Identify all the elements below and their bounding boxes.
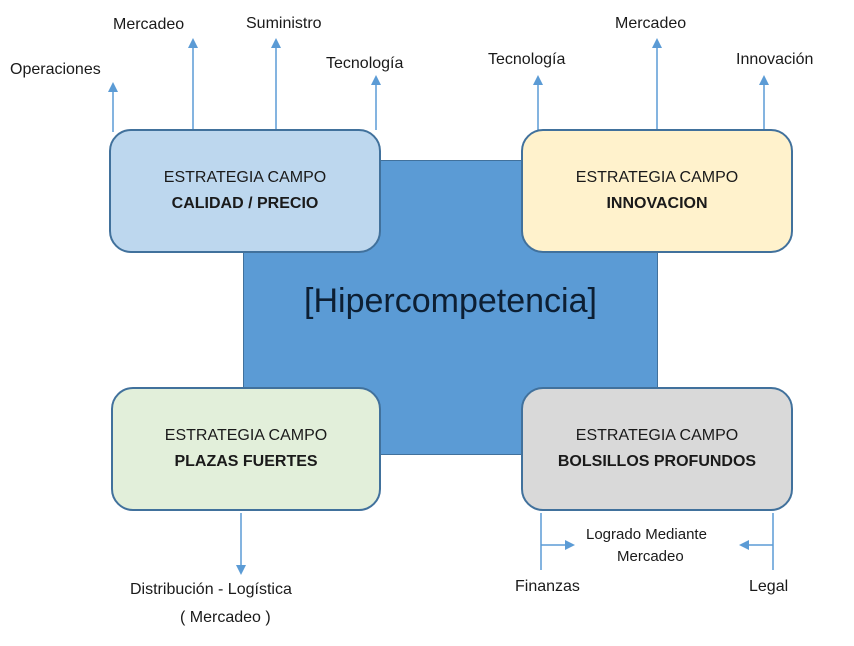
label-logrado-mediante: Logrado Mediante — [586, 526, 707, 543]
label-mercadeo-right: Mercadeo — [615, 15, 687, 32]
strategy-box-heading: ESTRATEGIA CAMPO — [575, 427, 739, 445]
strategy-box-innovacion: ESTRATEGIA CAMPO INNOVACION — [521, 129, 793, 253]
label-tecnologia-left: Tecnología — [326, 55, 404, 72]
strategy-box-title: CALIDAD / PRECIO — [171, 195, 319, 212]
label-mercadeo-left: Mercadeo — [113, 16, 185, 33]
strategy-box-heading: ESTRATEGIA CAMPO — [164, 427, 328, 445]
label-tecnologia-right: Tecnología — [488, 51, 566, 68]
strategy-box-plazas-fuertes: ESTRATEGIA CAMPO PLAZAS FUERTES — [111, 387, 381, 511]
strategy-box-bolsillos-profundos: ESTRATEGIA CAMPO BOLSILLOS PROFUNDOS — [521, 387, 793, 511]
label-suministro: Suministro — [246, 15, 322, 32]
label-finanzas: Finanzas — [515, 578, 580, 595]
label-operaciones: Operaciones — [10, 61, 101, 78]
label-legal: Legal — [749, 578, 789, 595]
label-distribucion: Distribución - Logística — [130, 581, 292, 598]
strategy-box-heading: ESTRATEGIA CAMPO — [575, 169, 739, 187]
label-distribucion-sub: ( Mercadeo ) — [180, 609, 271, 626]
strategy-box-heading: ESTRATEGIA CAMPO — [163, 169, 327, 187]
center-title: [Hipercompetencia] — [304, 282, 597, 320]
label-logrado-mercadeo: Mercadeo — [617, 548, 684, 565]
label-innovacion: Innovación — [736, 51, 814, 68]
strategy-box-title: BOLSILLOS PROFUNDOS — [557, 453, 757, 470]
strategy-box-title: PLAZAS FUERTES — [174, 453, 318, 470]
strategy-box-calidad-precio: ESTRATEGIA CAMPO CALIDAD / PRECIO — [109, 129, 381, 253]
strategy-box-title: INNOVACION — [606, 195, 708, 212]
